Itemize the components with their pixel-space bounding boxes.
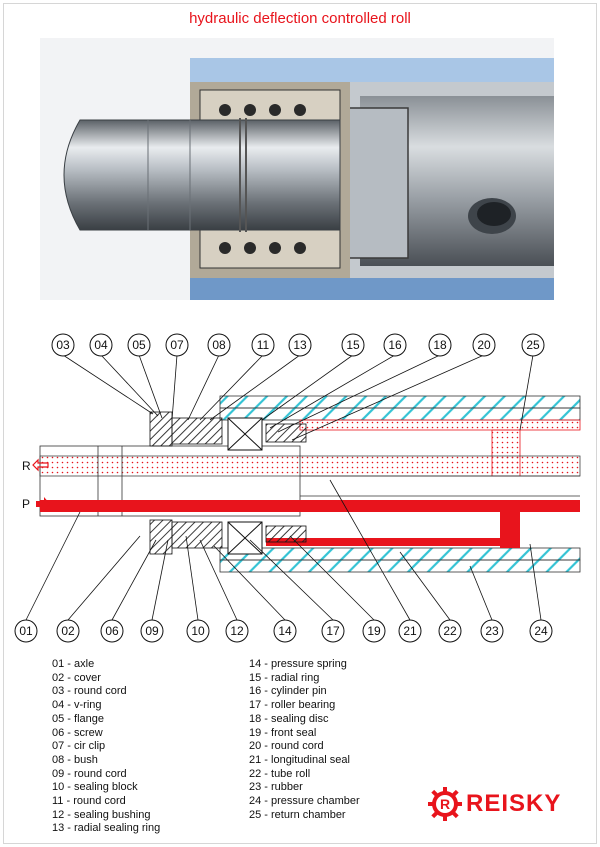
page-title: hydraulic deflection controlled roll [189,10,411,27]
callout-01: 01 [19,624,33,638]
callout-25: 25 [526,338,540,352]
legend-item: 01 - axle [52,658,95,670]
callout-02: 02 [61,624,75,638]
brand-name: REISKY [466,790,562,817]
legend-item: 21 - longitudinal seal [249,753,350,766]
legend-item: 25 - return chamber [249,808,346,821]
callouts-top [51,333,545,357]
callout-21: 21 [403,624,417,638]
roll-cross-section-diagram: 03 04 05 07 08 11 13 15 16 18 20 25 01 0… [14,333,581,643]
legend-item: 19 - front seal [249,726,317,739]
callouts-bottom [14,619,553,643]
callout-09: 09 [145,624,159,638]
port-label-pressure: P [22,497,30,511]
callout-16: 16 [388,338,402,352]
callout-06: 06 [105,624,119,638]
callout-18: 18 [433,338,447,352]
parts-legend-right: 14 - pressure spring 15 - radial ring 16… [249,658,360,822]
legend-item: 11 - round cord [52,795,126,808]
callout-10: 10 [191,624,205,638]
legend-item: 20 - round cord [249,740,324,753]
legend-item: 24 - pressure chamber [249,795,360,808]
port-label-return: R [22,459,31,473]
callout-22: 22 [443,624,457,638]
legend-item: 22 - tube roll [249,767,311,780]
legend-item: 03 - round cord [52,685,127,698]
legend-item: 12 - sealing bushing [52,808,151,821]
legend-item: 23 - rubber [249,781,303,794]
legend-item: 15 - radial ring [249,671,320,684]
callout-20: 20 [477,338,491,352]
reisky-logo: R REISKY [428,787,588,821]
callout-12: 12 [230,624,244,638]
svg-text:R: R [440,796,450,812]
legend-item: 06 - screw [52,726,103,739]
legend-item: 05 - flange [52,712,104,725]
callout-24: 24 [534,624,548,638]
page-frame [3,3,597,844]
callout-13: 13 [293,338,307,352]
legend-item: 14 - pressure spring [249,658,347,670]
legend-item: 07 - cir clip [52,740,106,753]
parts-legend-left: 01 - axle 02 - cover 03 - round cord 04 … [52,658,160,836]
callout-11: 11 [257,338,270,352]
callout-15: 15 [346,338,360,352]
legend-item: 17 - roller bearing [249,699,336,712]
legend-item: 08 - bush [52,753,98,766]
callout-14: 14 [278,624,292,638]
callout-08: 08 [212,338,226,352]
legend-item: 04 - v-ring [52,699,102,712]
legend-item: 10 - sealing block [52,781,138,794]
legend-item: 18 - sealing disc [249,712,329,725]
callout-23: 23 [485,624,499,638]
legend-item: 13 - radial sealing ring [52,822,161,835]
roll-cutaway-photo [40,38,554,300]
callout-04: 04 [94,338,108,352]
callout-07: 07 [170,338,184,352]
legend-item: 09 - round cord [52,767,127,780]
legend-item: 16 - cylinder pin [249,685,327,698]
callout-03: 03 [56,338,70,352]
callout-19: 19 [367,624,381,638]
legend-item: 02 - cover [52,671,101,684]
gear-r-icon: R [428,787,462,821]
callout-17: 17 [326,624,340,638]
callout-05: 05 [132,338,146,352]
